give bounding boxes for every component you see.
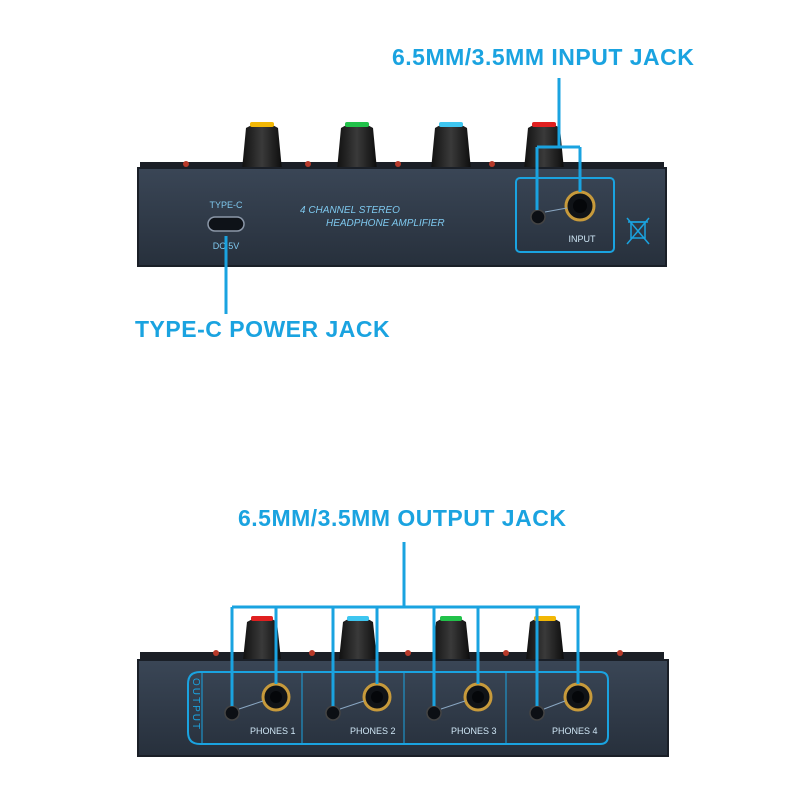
top-knob-1 — [242, 122, 282, 170]
input-label: INPUT — [569, 234, 597, 244]
type-c-label: TYPE-C — [209, 200, 243, 210]
top-knob-3 — [431, 122, 471, 170]
phones-1-3-5mm-jack-icon — [224, 705, 240, 721]
output-callout-lines — [230, 542, 580, 706]
phones-2-label: PHONES 2 — [350, 726, 396, 736]
bottom-front-panel — [137, 659, 669, 757]
bottom-knob-3 — [432, 616, 470, 660]
output-jack-callout: 6.5MM/3.5MM OUTPUT JACK — [238, 505, 567, 531]
phones-2-3-5mm-jack-icon — [325, 705, 341, 721]
phones-3-jacks — [426, 682, 493, 721]
phones-4-3-5mm-jack-icon — [529, 705, 545, 721]
input-callout-lines — [535, 78, 582, 210]
bottom-device-illustration: OUTPUT PHONES 1 PHONES 2 PHONES 3 PHONES… — [137, 542, 669, 757]
bottom-knob-1 — [243, 616, 281, 660]
phones-3-3-5mm-jack-icon — [426, 705, 442, 721]
power-jack-callout: TYPE-C POWER JACK — [135, 316, 391, 342]
input-jack-callout: 6.5MM/3.5MM INPUT JACK — [392, 44, 695, 70]
phones-3-label: PHONES 3 — [451, 726, 497, 736]
top-device-illustration: TYPE-C DC 5V 4 CHANNEL STEREO HEADPHONE … — [137, 78, 667, 314]
bottom-knob-2 — [339, 616, 377, 660]
product-name-line2: HEADPHONE AMPLIFIER — [326, 218, 445, 229]
product-name-line1: 4 CHANNEL STEREO — [300, 205, 400, 216]
output-label: OUTPUT — [190, 678, 201, 731]
weee-bin-icon — [626, 217, 650, 245]
output-jack-box — [187, 671, 609, 745]
type-c-port-icon — [207, 216, 245, 232]
top-knob-2 — [337, 122, 377, 170]
phones-4-label: PHONES 4 — [552, 726, 598, 736]
input-jack-box — [515, 177, 615, 253]
phones-4-jacks — [529, 682, 593, 721]
bottom-knob-4 — [526, 616, 564, 660]
input-3-5mm-jack-icon — [530, 209, 546, 225]
phones-1-label: PHONES 1 — [250, 726, 296, 736]
